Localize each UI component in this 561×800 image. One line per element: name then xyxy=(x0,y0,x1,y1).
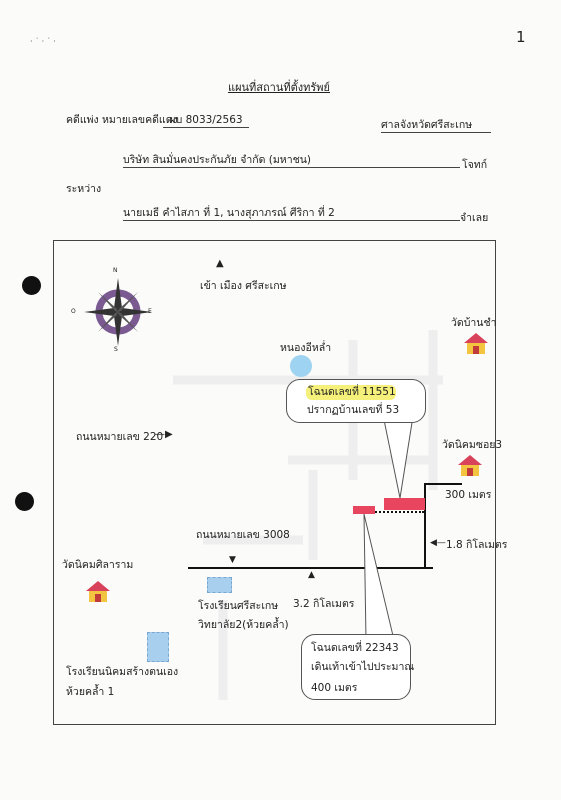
land-plot-22343 xyxy=(353,506,375,514)
up-arrow-icon: ▲ xyxy=(216,258,224,269)
temple-icon xyxy=(458,455,482,476)
deed-22343-callout-pointer xyxy=(363,513,395,641)
temple-nikhom-sirawan-label: วัดนิคมศิลาราม xyxy=(62,559,134,571)
temple-icon xyxy=(464,333,488,354)
temple-ban-cha-label: วัดบ้านชำ xyxy=(451,317,497,329)
between-label: ระหว่าง xyxy=(66,183,102,195)
school-2-marker xyxy=(147,632,169,662)
case-number: ผบ 8033/2563 xyxy=(163,115,249,128)
deed-22343-callout xyxy=(301,634,411,700)
compass-rose xyxy=(84,278,152,346)
access-road-top xyxy=(424,483,462,485)
left-arrow-icon: ◀— xyxy=(430,538,446,548)
defendant-role: จำเลย xyxy=(460,212,489,224)
deed-11551-label: โฉนดเลขที่ 11551 xyxy=(308,386,396,398)
road-3008-label: ถนนหมายเลข 3008 xyxy=(196,529,290,541)
deed-11551-callout-pointer xyxy=(381,410,415,499)
up-arrow-icon: ▲ xyxy=(308,570,315,580)
compass-east: E xyxy=(148,308,152,315)
school-1-name-line1: โรงเรียนศรีสะเกษ xyxy=(198,600,279,612)
plaintiff-role: โจทก์ xyxy=(462,159,488,171)
deed-11551-highlight xyxy=(306,385,396,400)
school-2-name-line2: ห้วยคล้ำ 1 xyxy=(66,686,115,698)
land-plot-11551 xyxy=(384,498,425,510)
temple-icon xyxy=(86,581,110,602)
distance-300m: 300 เมตร xyxy=(445,489,492,501)
pond-marker xyxy=(290,355,312,377)
punch-hole-top xyxy=(22,276,41,295)
road-220-label: ถนนหมายเลข 220 xyxy=(76,431,164,443)
deed-22343-walk-text: เดินเท้าเข้าไปประมาณ xyxy=(311,661,415,673)
court-name: ศาลจังหวัดศรีสะเกษ xyxy=(381,120,491,133)
deed-22343-distance: 400 เมตร xyxy=(311,682,358,694)
case-label: คดีแพ่ง หมายเลขคดีแดง xyxy=(66,114,178,126)
school-2-name-line1: โรงเรียนนิคมสร้างตนเอง xyxy=(66,666,179,678)
deed-11551-house-number: ปรากฏบ้านเลขที่ 53 xyxy=(307,404,400,416)
document-title: แผนที่สถานที่ตั้งทรัพย์ xyxy=(228,81,330,94)
compass-north: N xyxy=(113,267,118,274)
scan-specks: · ˙ · ˙ · xyxy=(30,37,56,46)
punch-hole-bottom xyxy=(15,492,34,511)
page-number: 1 xyxy=(516,28,526,46)
right-arrow-icon: —▶ xyxy=(155,429,173,440)
compass-west: O xyxy=(71,308,76,315)
compass-south: S xyxy=(114,346,118,353)
temple-nikhom-soi3-label: วัดนิคมซอย3 xyxy=(442,439,503,451)
school-1-name-line2: วิทยาลัย2(ห้วยคล้ำ) xyxy=(198,619,289,631)
footpath-dashed xyxy=(372,511,424,513)
distance-1-8km: 1.8 กิโลเมตร xyxy=(446,539,508,551)
distance-3-2km: 3.2 กิโลเมตร xyxy=(293,598,355,610)
access-road-vertical xyxy=(424,483,426,568)
defendant-names: นายเมธี คำไสภา ที่ 1, นางสุภาภรณ์ ศีริกา… xyxy=(123,208,460,221)
deed-22343-label: โฉนดเลขที่ 22343 xyxy=(311,642,399,654)
school-1-marker xyxy=(207,577,232,593)
map-frame xyxy=(53,240,496,725)
to-city-label: เข้า เมือง ศรีสะเกษ xyxy=(200,280,287,292)
pond-label: หนองอีหล่ำ xyxy=(280,342,332,354)
road-3008-line xyxy=(188,567,433,569)
down-arrow-icon: ▼ xyxy=(229,555,236,565)
plaintiff-name: บริษัท สินมั่นคงประกันภัย จำกัด (มหาชน) xyxy=(123,155,460,168)
